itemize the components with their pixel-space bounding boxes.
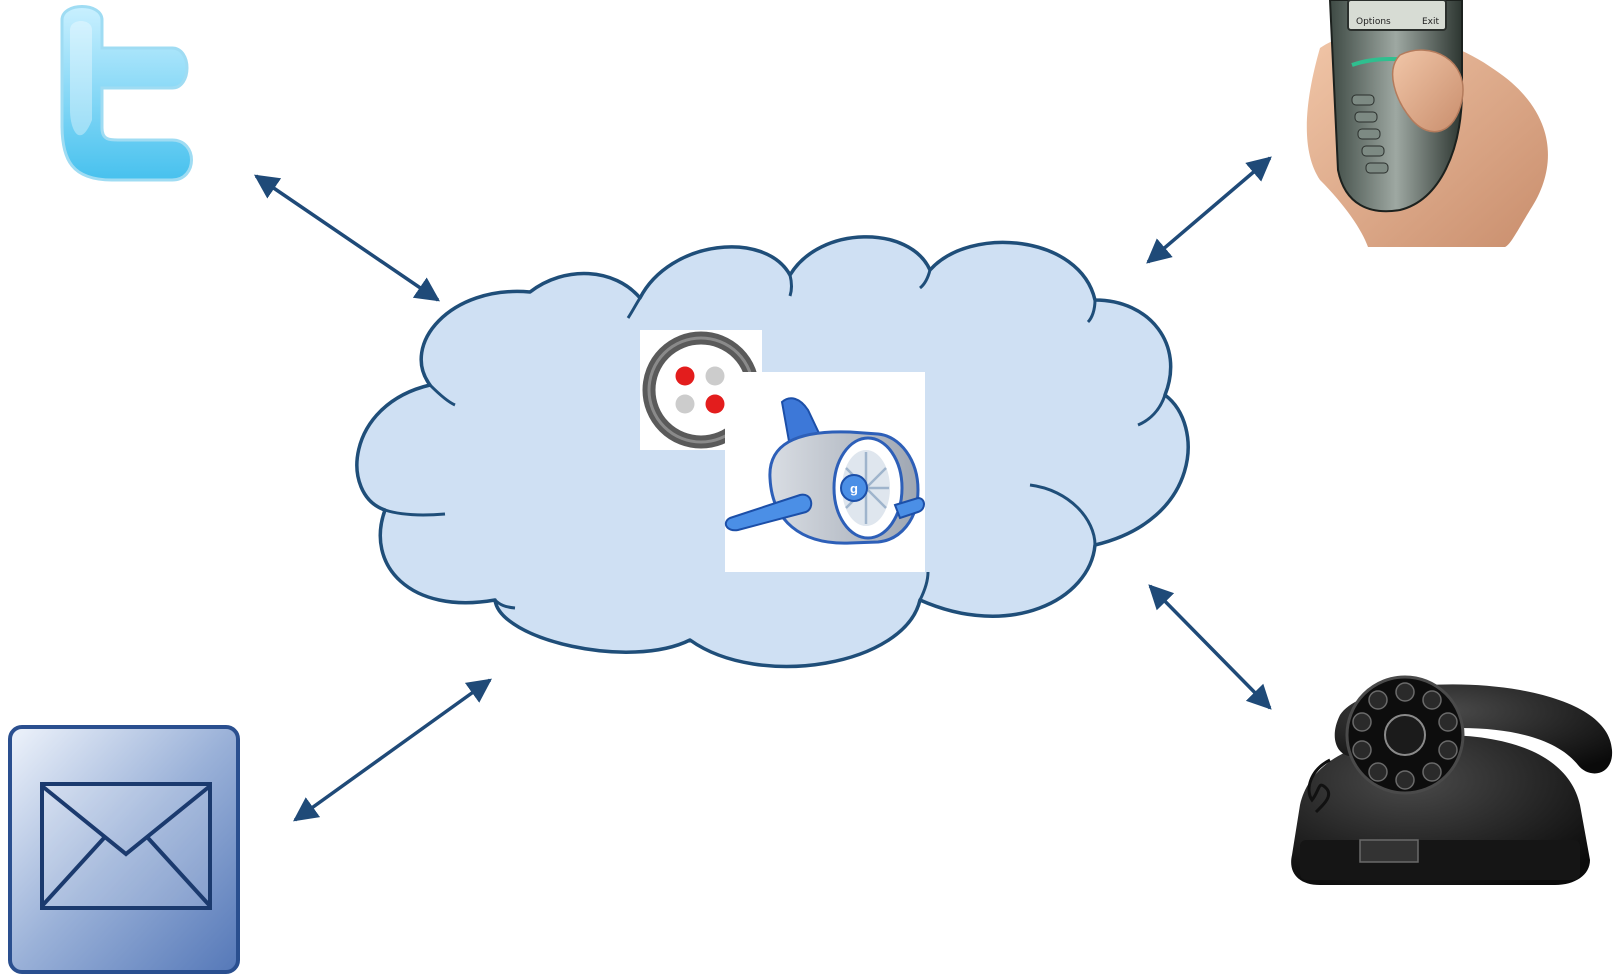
arrow-email-cloud bbox=[293, 678, 492, 822]
envelope-icon bbox=[8, 725, 240, 974]
phone-right-softkey-label: Exit bbox=[1422, 17, 1440, 27]
arrow-landline-cloud bbox=[1148, 584, 1272, 710]
arrow-mobile-cloud bbox=[1146, 156, 1272, 264]
phone-left-softkey-label: Options bbox=[1356, 17, 1391, 27]
connection-arrows bbox=[253, 156, 1272, 822]
mobile-phone-in-hand-icon: Options Exit bbox=[1306, 0, 1548, 247]
arrow-twitter-cloud bbox=[253, 174, 441, 302]
twitter-bird-t-icon bbox=[60, 5, 193, 182]
svg-text:g: g bbox=[850, 481, 858, 496]
rotary-telephone-icon bbox=[1291, 675, 1613, 885]
central-cloud: g bbox=[355, 235, 1190, 669]
google-app-engine-logo: g bbox=[724, 372, 925, 572]
